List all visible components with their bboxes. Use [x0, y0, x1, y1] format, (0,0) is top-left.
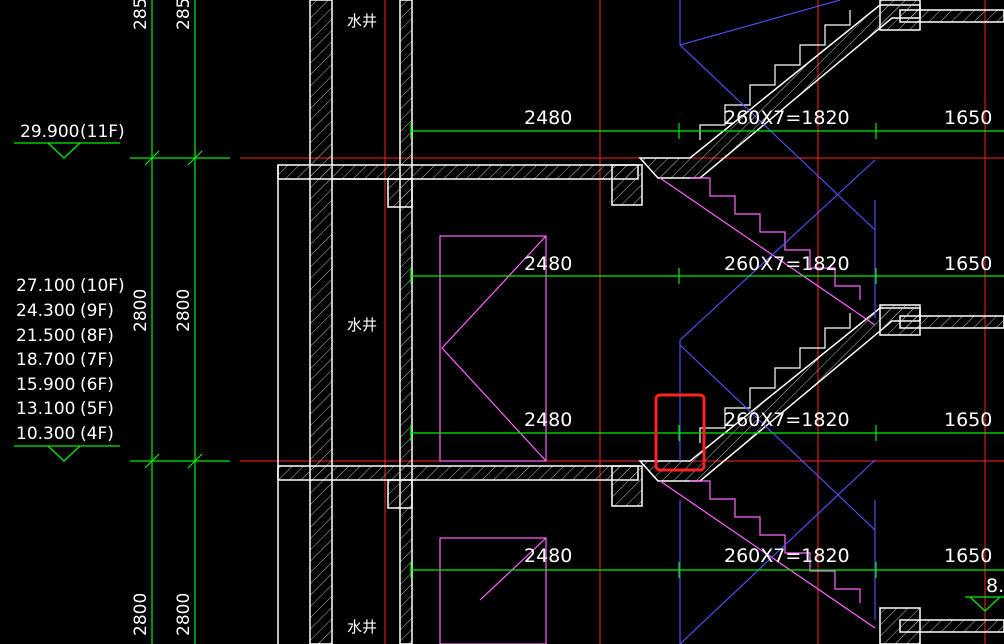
- vertical-dim-top-right: 285: [174, 0, 194, 30]
- stair-steps-lower: [659, 177, 876, 629]
- partial-elevation: 8.: [986, 575, 1004, 597]
- blue-outlines: [679, 0, 876, 644]
- level-stack-elevation: 10.300: [16, 424, 75, 444]
- stair-slabs: [638, 0, 1004, 644]
- level-stack-elevation: 13.100: [16, 399, 75, 419]
- dim-flight: 260X7=1820: [724, 409, 850, 431]
- vertical-dim-bottom-left: 2800: [131, 593, 151, 636]
- walls: [277, 0, 643, 644]
- level-stack-elevation: 27.100: [16, 276, 75, 296]
- shaft-label: 水井: [347, 12, 377, 30]
- level-stack: 27.100 (10F) 24.300 (9F) 21.500 (8F) 18.…: [16, 276, 125, 444]
- horizontal-dimension-lines: [410, 123, 1004, 578]
- vertical-dimension-lines: [130, 0, 230, 644]
- shaft-label: 水井: [347, 316, 377, 334]
- dim-flight: 260X7=1820: [724, 253, 850, 275]
- dim-landing: 2480: [524, 253, 572, 275]
- shaft-label: 水井: [347, 618, 377, 636]
- dim-end: 1650: [944, 545, 992, 567]
- door-openings: [439, 235, 547, 644]
- level-stack-floor: (5F): [80, 399, 114, 419]
- level-stack-floor: (9F): [80, 301, 114, 321]
- level-stack-floor: (4F): [80, 424, 114, 444]
- dim-flight: 260X7=1820: [724, 545, 850, 567]
- vertical-dim-top-left: 285: [131, 0, 151, 30]
- level-11f-floor: (11F): [80, 122, 125, 142]
- level-stack-floor: (8F): [80, 326, 114, 346]
- dim-landing: 2480: [524, 107, 572, 129]
- level-stack-elevation: 24.300: [16, 301, 75, 321]
- level-stack-floor: (7F): [80, 350, 114, 370]
- vertical-dim-mid-right: 2800: [174, 289, 194, 332]
- dim-end: 1650: [944, 107, 992, 129]
- dim-landing: 2480: [524, 409, 572, 431]
- level-11f-elevation: 29.900: [20, 122, 79, 142]
- dim-end: 1650: [944, 253, 992, 275]
- level-markers: [14, 142, 1004, 612]
- level-stack-floor: (10F): [80, 276, 125, 296]
- level-stack-elevation: 15.900: [16, 375, 75, 395]
- stair-steps: [699, 10, 851, 443]
- vertical-dim-bottom-right: 2800: [174, 593, 194, 636]
- level-stack-floor: (6F): [80, 375, 114, 395]
- highlight-box: [654, 393, 706, 472]
- dim-end: 1650: [944, 409, 992, 431]
- level-stack-elevation: 21.500: [16, 326, 75, 346]
- dim-landing: 2480: [524, 545, 572, 567]
- vertical-dim-mid-left: 2800: [131, 289, 151, 332]
- level-stack-elevation: 18.700: [16, 350, 75, 370]
- dim-flight: 260X7=1820: [724, 107, 850, 129]
